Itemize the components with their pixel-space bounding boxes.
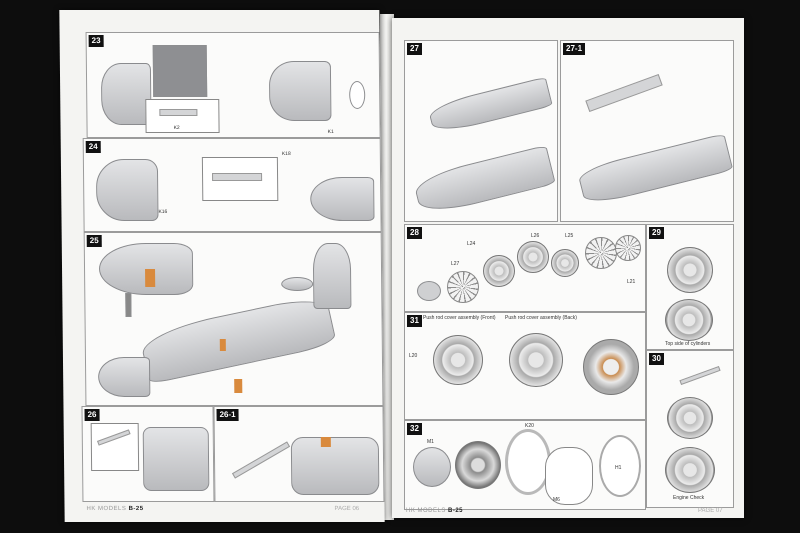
step-30-panel: 30 Engine Check xyxy=(646,350,734,508)
caption-top-side-cylinders: Top side of cylinders xyxy=(665,341,711,347)
step-26-detail-callout xyxy=(90,423,140,471)
cowling-front-part xyxy=(413,447,451,487)
step-25-number: 25 xyxy=(86,235,102,247)
engine-check-part xyxy=(665,447,715,493)
label-l26: L26 xyxy=(531,233,540,239)
label-k2: K2 xyxy=(173,125,180,131)
step-26-1-number: 26-1 xyxy=(216,409,239,421)
forward-fuselage-part xyxy=(268,61,332,121)
right-footer-brand: HK MODELS B-25 xyxy=(406,508,463,514)
step-29-number: 29 xyxy=(649,227,664,239)
step-30-number: 30 xyxy=(649,353,664,365)
label-l24: L24 xyxy=(467,241,476,247)
fuselage-wing-complete-part xyxy=(412,144,556,218)
step-32-number: 32 xyxy=(407,423,422,435)
engine-rear-part xyxy=(667,397,713,439)
left-footer-brand-text: HK MODELS xyxy=(86,506,127,512)
cockpit-frame-part xyxy=(152,45,208,97)
step-24-panel: 24 K16 K18 xyxy=(82,138,382,232)
horizontal-stabilizer-part xyxy=(281,277,314,291)
label-l20: L20 xyxy=(409,353,418,359)
booklet-gutter xyxy=(380,14,394,520)
push-rod-star-2 xyxy=(585,237,617,269)
nose-cone-part xyxy=(97,357,151,397)
push-rod-part xyxy=(679,365,721,386)
step-24-number: 24 xyxy=(85,141,101,153)
label-k1: K1 xyxy=(327,129,334,135)
step-27-1-number: 27-1 xyxy=(563,43,586,55)
step-23-panel: 23 K1 K2 xyxy=(85,32,381,138)
step-26-1-panel: 26-1 xyxy=(213,406,385,502)
label-m6: M6 xyxy=(553,497,560,503)
step-31-number: 31 xyxy=(407,315,422,327)
step-25-panel: 25 xyxy=(83,232,384,406)
step-23-number: 23 xyxy=(88,35,104,47)
window-highlight xyxy=(320,437,331,447)
gun-mount-part xyxy=(212,173,263,181)
exhaust-ring-part xyxy=(599,435,641,497)
push-rod-star-3 xyxy=(615,235,641,261)
nose-section-part xyxy=(100,63,152,125)
step-31-panel: 31 Push rod cover assembly (Front) Push … xyxy=(404,312,646,420)
nose-assembly-part xyxy=(95,159,159,221)
fuselage-top-part xyxy=(142,427,210,491)
main-fuselage-part xyxy=(138,293,338,385)
fuselage-wing-root-part xyxy=(427,76,553,136)
label-l21: L21 xyxy=(627,279,636,285)
right-footer-model: B-25 xyxy=(448,508,464,514)
caption-push-rod-front: Push rod cover assembly (Front) xyxy=(423,315,496,321)
step-27-panel: 27 xyxy=(404,40,558,222)
step-28-panel: 28 L24 L25 L26 L27 L21 xyxy=(404,224,646,312)
wing-assembly-part xyxy=(576,133,734,207)
engine-unit-part xyxy=(455,441,501,489)
label-l25: L25 xyxy=(565,233,574,239)
step-26-panel: 26 xyxy=(81,406,215,502)
step-32-detail-callout xyxy=(545,447,593,505)
crankcase-part-3 xyxy=(551,249,579,277)
label-k18: K18 xyxy=(281,151,291,157)
rear-fuselage-part xyxy=(290,437,380,495)
engine-front-part xyxy=(667,247,713,293)
step-29-panel: 29 Top side of cylinders xyxy=(646,224,734,350)
nose-gear-part xyxy=(125,293,132,317)
nose-gear-bay-highlight xyxy=(145,269,156,287)
step-28-number: 28 xyxy=(407,227,422,239)
gear-door-highlight-1 xyxy=(234,379,243,393)
crankcase-part-1 xyxy=(483,255,515,287)
step-23-detail-callout xyxy=(145,99,220,133)
label-k16: K16 xyxy=(158,209,168,215)
step-27-1-panel: 27-1 xyxy=(560,40,734,222)
right-page: 27 27-1 28 L24 L25 L26 L27 L21 29 Top si… xyxy=(392,18,744,518)
push-rod-star-1 xyxy=(447,271,479,303)
engine-hub-part xyxy=(417,281,441,301)
gun-part xyxy=(159,109,198,116)
right-page-number: PAGE 07 xyxy=(698,508,723,514)
step-32-panel: 32 M1 M6 H1 K20 xyxy=(404,420,646,510)
left-page-number: PAGE 06 xyxy=(334,506,360,512)
engine-cylinders-part xyxy=(665,299,713,341)
left-footer-model: B-25 xyxy=(128,506,144,512)
nose-complete-part xyxy=(310,177,375,221)
engine-assembled-part xyxy=(583,339,639,395)
caption-engine-check: Engine Check xyxy=(673,495,705,501)
crankcase-part-2 xyxy=(517,241,549,273)
left-page: 23 K1 K2 24 K16 K18 25 26 xyxy=(59,10,385,522)
bulkhead-ring-part xyxy=(349,81,366,109)
left-footer-brand: HK MODELS B-25 xyxy=(87,506,144,512)
push-rod-front-assembly xyxy=(433,335,483,385)
window-strip-part xyxy=(231,441,291,479)
gear-door-highlight-2 xyxy=(219,339,226,351)
push-rod-back-assembly xyxy=(509,333,563,387)
step-26-number: 26 xyxy=(84,409,100,421)
caption-push-rod-back: Push rod cover assembly (Back) xyxy=(505,315,577,321)
step-27-number: 27 xyxy=(407,43,422,55)
vertical-tail-part xyxy=(312,243,352,309)
label-m1: M1 xyxy=(427,439,434,445)
right-footer-brand-text: HK MODELS xyxy=(406,508,446,514)
label-h1: H1 xyxy=(615,465,622,471)
label-l27: L27 xyxy=(451,261,460,267)
wing-panel-part xyxy=(585,74,663,112)
label-k20: K20 xyxy=(525,423,534,429)
